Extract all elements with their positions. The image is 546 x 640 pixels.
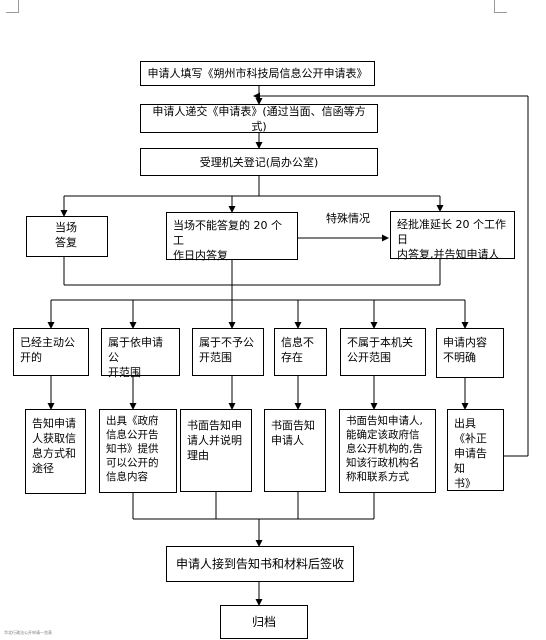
action-inform-access-method: 告知申请 人获取信 息方式和 途径 <box>25 409 86 494</box>
special-case-label: 特殊情况 <box>326 212 370 225</box>
branch-extended-reply: 经批准延长 20 个工作日 内答复,并告知申请人 <box>390 211 515 261</box>
branch-reply-within-20-days: 当场不能答复的 20 个工 作日内答复 <box>166 212 298 262</box>
category-outside-agency-scope: 不属于本机关 公开范围 <box>340 328 426 376</box>
crop-mark-top-left <box>6 0 19 13</box>
action-refer-to-responsible-agency: 书面告知申请人, 能确定该政府信 息公开机构的,告 知该行政机构名 称和联系方式 <box>339 409 436 493</box>
step-register-acceptance: 受理机关登记(局办公室) <box>140 148 378 176</box>
step-submit-application: 申请人递交《申请表》(通过当面、信函等方式) <box>140 104 378 133</box>
category-not-disclosable: 属于不予公 开范围 <box>192 328 264 376</box>
step-archive: 归档 <box>220 605 308 639</box>
crop-mark-top-right <box>494 0 507 13</box>
action-issue-correction-notice: 出具《补正 申请告知 书》 <box>447 409 504 491</box>
action-written-notice: 书面告知 申请人 <box>264 409 326 492</box>
branch-immediate-reply: 当场 答复 <box>26 216 108 257</box>
step-fill-application: 申请人填写《朔州市科技局信息公开申请表》 <box>140 61 375 86</box>
category-info-not-exist: 信息不 存在 <box>274 328 327 376</box>
category-disclosable-on-request: 属于依申请公 开范围 <box>101 328 180 379</box>
category-request-unclear: 申请内容 不明确 <box>436 328 504 378</box>
category-proactively-disclosed: 已经主动公 开的 <box>13 328 89 376</box>
footer-caption: 华北行政法公开申请一览表 <box>4 630 52 635</box>
action-issue-disclosure-notice: 出具《政府 信息公开告 知书》提供 可以公开的 信息内容 <box>99 409 177 493</box>
step-applicant-signs-receipt: 申请人接到告知书和材料后签收 <box>166 546 354 582</box>
action-written-refusal-with-reason: 书面告知申 请人并说明 理由 <box>180 409 252 492</box>
